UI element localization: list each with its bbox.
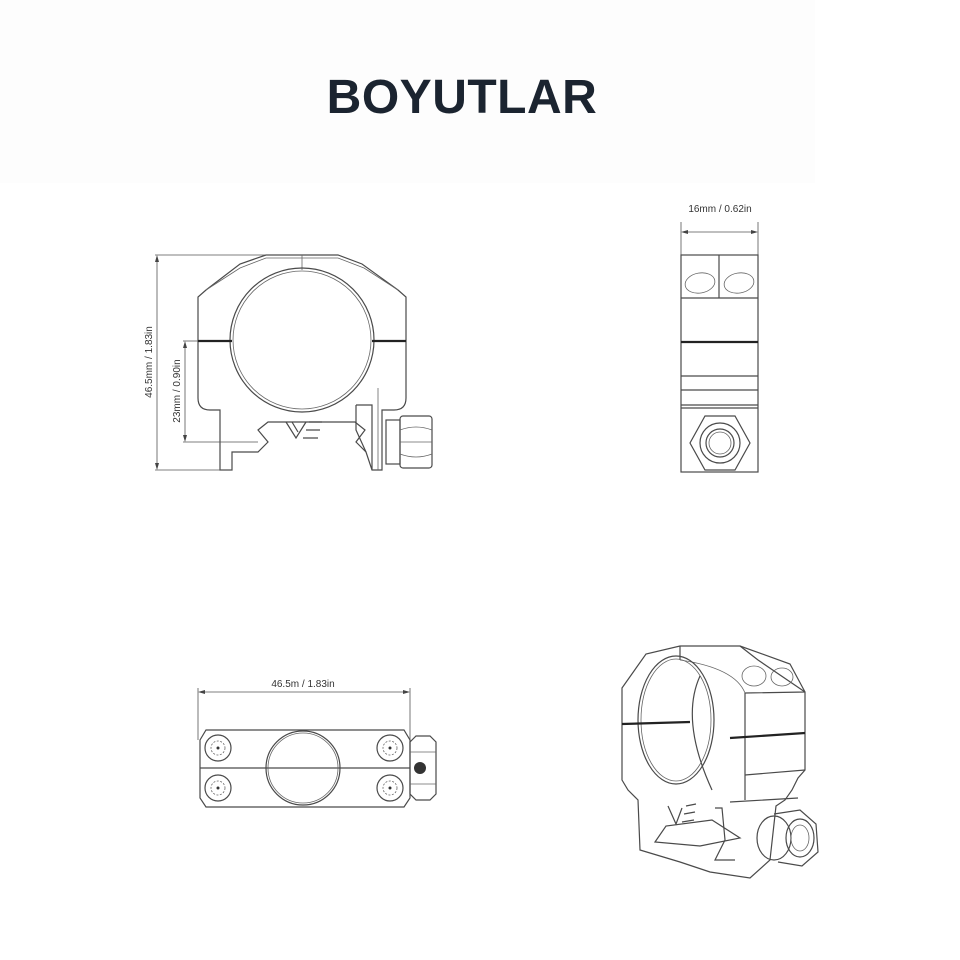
clamp-nut: [756, 809, 819, 867]
front-view: 46.5mm / 1.83in 23mm / 0.90in: [144, 254, 433, 471]
scope-bore: [637, 655, 715, 785]
hex-nut: [689, 415, 751, 471]
screw-head-icon: [204, 734, 232, 762]
page-title: BOYUTLAR: [326, 71, 598, 124]
dim-label-height-total: 46.5mm / 1.83in: [144, 326, 155, 398]
screw-hole: [770, 667, 794, 687]
screw-head-icon: [204, 774, 232, 802]
clamp-nut: [409, 735, 437, 801]
dim-label-length: 46.5m / 1.83in: [271, 679, 334, 690]
screw-hole: [723, 272, 755, 294]
screw-head-icon: [376, 774, 404, 802]
header-band: [0, 0, 815, 183]
isometric-view: [621, 645, 819, 879]
dim-label-width: 16mm / 0.62in: [688, 204, 751, 215]
clamp-nut: [385, 415, 433, 469]
ve-logo-icon: [667, 803, 697, 826]
side-view: 16mm / 0.62in: [680, 204, 759, 473]
scope-bore: [229, 267, 375, 413]
ve-logo-icon: [285, 421, 322, 440]
scope-bore: [265, 730, 341, 806]
top-view: 46.5m / 1.83in: [197, 679, 437, 808]
screw-head-icon: [376, 734, 404, 762]
screw-hole: [684, 272, 716, 294]
dim-label-center-height: 23mm / 0.90in: [172, 359, 183, 422]
screw-hole: [741, 665, 767, 687]
